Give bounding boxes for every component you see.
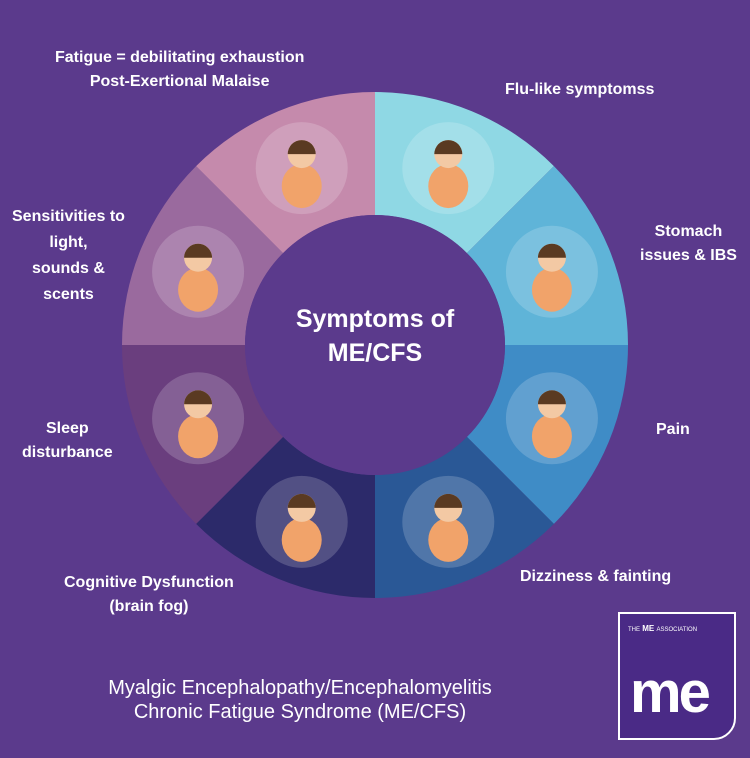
segment-fatigue — [196, 92, 375, 254]
label-pain: Pain — [656, 421, 690, 438]
label-fatigue: Fatigue = debilitating exhaustion Post-E… — [55, 49, 305, 90]
segment-cognitive — [196, 436, 375, 598]
segment-dizzy — [375, 436, 554, 598]
logo-mark: me — [630, 660, 711, 725]
illustration-sensitivities — [152, 225, 245, 318]
footer-line1: Myalgic Encephalopathy/Encephalomyelitis — [108, 677, 492, 699]
footer-line2: Chronic Fatigue Syndrome (ME/CFS) — [133, 701, 467, 723]
me-association-logo: THE ME ASSOCIATION me — [618, 612, 736, 740]
center-title-line1: Symptoms of — [295, 305, 455, 333]
label-sensitivities: Sensitivities to light, sounds & scents — [12, 208, 125, 303]
illustration-stomach — [505, 225, 598, 318]
illustration-cognitive — [255, 475, 348, 568]
label-stomach: Stomach issues & IBS — [640, 223, 737, 264]
illustration-fatigue — [255, 122, 348, 215]
label-dizziness: Dizziness & fainting — [520, 568, 672, 585]
illustration-flu — [402, 122, 495, 215]
center-title-line2: ME/CFS — [327, 339, 423, 367]
center-title: Symptoms of ME/CFS — [250, 302, 500, 370]
segment-flu — [375, 92, 554, 254]
label-flu: Flu-like symptomss — [505, 81, 655, 98]
wheel-center — [245, 215, 505, 475]
label-sleep: Sleep disturbance — [22, 420, 113, 461]
illustration-sleep — [152, 372, 245, 465]
logo-wordmark: THE ME ASSOCIATION — [628, 624, 698, 633]
illustration-pain — [505, 372, 598, 465]
label-cognitive: Cognitive Dysfunction (brain fog) — [64, 574, 234, 615]
footer-caption: Myalgic Encephalopathy/Encephalomyelitis… — [20, 676, 580, 724]
illustration-dizzy — [402, 475, 495, 568]
